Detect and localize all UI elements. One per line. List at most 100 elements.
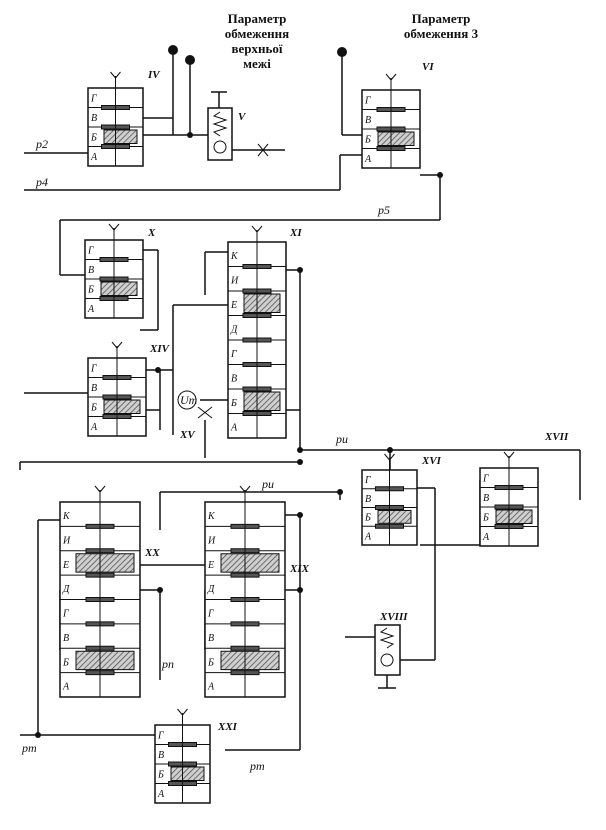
- chamber-label: Г: [157, 731, 164, 742]
- svg-text:верхньої: верхньої: [232, 41, 283, 56]
- chamber-label: И: [207, 535, 216, 546]
- chamber-label: Б: [62, 657, 69, 668]
- relay-unit-xx: К И Е Д Г В Б А XX: [59, 485, 160, 698]
- chamber-label: Б: [90, 403, 97, 414]
- chamber-label: А: [364, 531, 372, 542]
- svg-text:pи: pи: [335, 432, 348, 446]
- chamber-label: В: [63, 633, 69, 644]
- relay-unit-xi: К И Е Д Г В Б А XI: [227, 225, 302, 439]
- unit-label-xi: XI: [289, 227, 302, 239]
- chamber-label: В: [365, 115, 371, 126]
- chamber-label: Г: [364, 96, 371, 107]
- chamber-label: К: [230, 251, 239, 262]
- chamber-label: А: [482, 532, 490, 543]
- svg-text:pт: pт: [249, 759, 265, 773]
- chamber-label: Д: [230, 325, 238, 336]
- svg-text:обмеження: обмеження: [225, 26, 289, 41]
- chamber-label: Г: [230, 349, 237, 360]
- chamber-label: Г: [482, 474, 489, 485]
- chamber-label: Б: [90, 133, 97, 144]
- chamber-label: Г: [364, 475, 371, 486]
- chamber-label: А: [207, 682, 215, 693]
- unit-label-xxi: XXI: [217, 721, 238, 733]
- chamber-label: А: [157, 789, 165, 800]
- chamber-label: Б: [364, 513, 371, 524]
- svg-text:обмеження 3: обмеження 3: [404, 26, 479, 41]
- chamber-label: Е: [207, 560, 214, 571]
- chamber-label: Г: [62, 609, 69, 620]
- unit-label-xix: XIX: [289, 563, 310, 575]
- chamber-label: Б: [157, 770, 164, 781]
- chamber-label: А: [230, 423, 238, 434]
- chamber-label: Б: [87, 285, 94, 296]
- svg-text:p5: p5: [377, 203, 390, 217]
- chamber-label: В: [208, 633, 214, 644]
- unit-label-xvi: XVI: [421, 455, 442, 467]
- unit-label-iv: IV: [147, 69, 161, 81]
- chamber-label: В: [483, 493, 489, 504]
- chamber-label: В: [88, 265, 94, 276]
- unit-label-vi: VI: [422, 61, 434, 73]
- chamber-label: Г: [87, 246, 94, 257]
- label-xv: XV: [179, 429, 196, 441]
- chamber-label: Г: [90, 364, 97, 375]
- chamber-label: Б: [482, 513, 489, 524]
- svg-text:Uт: Uт: [180, 393, 198, 407]
- chamber-label: В: [91, 113, 97, 124]
- unit-label-xvii: XVII: [544, 431, 569, 443]
- svg-text:pи: pи: [261, 477, 274, 491]
- svg-text:p2: p2: [35, 137, 48, 151]
- chamber-label: В: [231, 374, 237, 385]
- chamber-label: К: [207, 511, 216, 522]
- pressure-labels: p2 p4 p5 pи pи pп pт pт: [21, 137, 390, 773]
- right-parameter-title: Параметр обмеження 3: [404, 11, 479, 41]
- chamber-label: Е: [230, 300, 237, 311]
- chamber-label: В: [365, 494, 371, 505]
- junction-dots: [35, 45, 443, 738]
- svg-text:Параметр: Параметр: [412, 11, 471, 26]
- svg-text:Параметр: Параметр: [228, 11, 287, 26]
- chamber-label: Б: [364, 135, 371, 146]
- element-xv: Uт XV: [177, 390, 213, 441]
- chamber-label: Б: [207, 657, 214, 668]
- label-xviii: XVIII: [379, 611, 408, 623]
- svg-text:p4: p4: [35, 175, 48, 189]
- unit-label-xx: XX: [144, 547, 160, 559]
- chamber-label: И: [230, 276, 239, 287]
- chamber-label: Г: [207, 609, 214, 620]
- chamber-label: В: [158, 750, 164, 761]
- chamber-label: А: [90, 152, 98, 163]
- chamber-label: Д: [62, 584, 70, 595]
- chamber-label: А: [62, 682, 70, 693]
- svg-text:pт: pт: [21, 741, 37, 755]
- chamber-label: И: [62, 535, 71, 546]
- chamber-label: А: [364, 154, 372, 165]
- left-parameter-title: Параметр обмеження верхньої межі: [225, 11, 289, 71]
- unit-label-xiv: XIV: [149, 343, 171, 355]
- unit-label-x: X: [147, 227, 156, 239]
- element-v: V: [207, 91, 269, 161]
- chamber-label: Б: [230, 398, 237, 409]
- label-v: V: [238, 111, 247, 123]
- chamber-label: В: [91, 383, 97, 394]
- chamber-label: Е: [62, 560, 69, 571]
- relay-units: ГВБАIVГВБАVIГВБАXКИЕДГВБАXIГВБАXIVГВБАXV…: [59, 61, 569, 804]
- chamber-label: А: [90, 422, 98, 433]
- chamber-label: Г: [90, 94, 97, 105]
- svg-text:pп: pп: [161, 657, 174, 671]
- chamber-label: К: [62, 511, 71, 522]
- pneumatic-lines: [19, 50, 581, 751]
- svg-text:межі: межі: [243, 56, 271, 71]
- element-xviii: XVIII: [374, 611, 408, 689]
- chamber-label: А: [87, 304, 95, 315]
